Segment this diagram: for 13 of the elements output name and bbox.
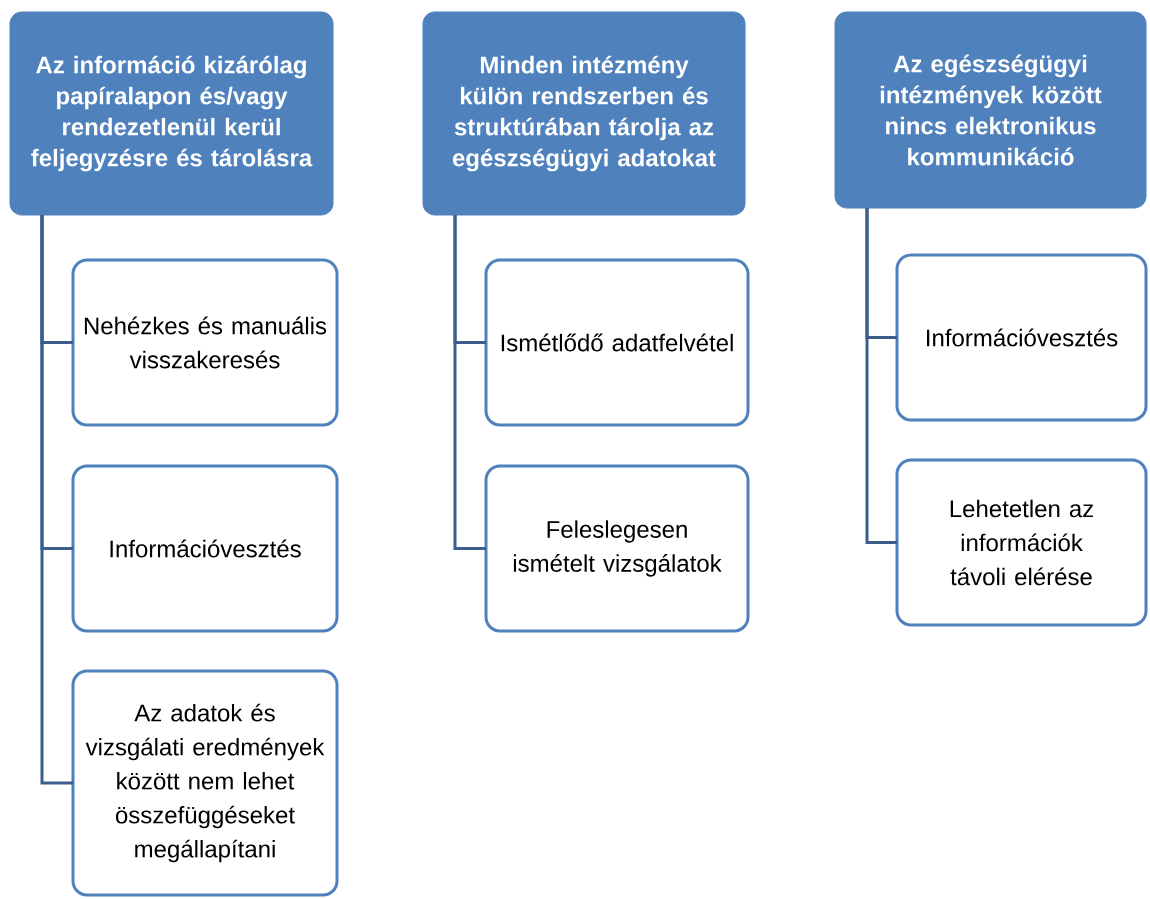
item-box: Lehetetlen az információk távoli elérése xyxy=(895,458,1148,627)
item-box: Nehézkes és manuális visszakeresés xyxy=(71,258,339,427)
connector-line xyxy=(865,208,897,544)
header-box: Az információ kizárólag papíralapon és/vagy rendezetlenül kerül feljegyzésre és tárolásra xyxy=(9,11,334,216)
item-box: Feleslegesen ismételt vizsgálatok xyxy=(484,464,750,633)
item-box: Ismétlődő adatfelvétel xyxy=(484,258,750,427)
connector-line xyxy=(40,215,73,785)
item-box: Információvesztés xyxy=(71,464,339,633)
header-box: Az egészségügyi intézmények között nincs elektronikus kommunikáció xyxy=(834,11,1147,209)
header-box: Minden intézmény külön rendszerben és struktúrában tárolja az egészségügyi adatokat xyxy=(422,11,746,216)
item-box: Az adatok és vizsgálati eredmények között nem lehet összefüggéseket megállapítani xyxy=(71,669,339,897)
connector-line xyxy=(453,215,486,550)
item-box: Információvesztés xyxy=(895,253,1148,422)
